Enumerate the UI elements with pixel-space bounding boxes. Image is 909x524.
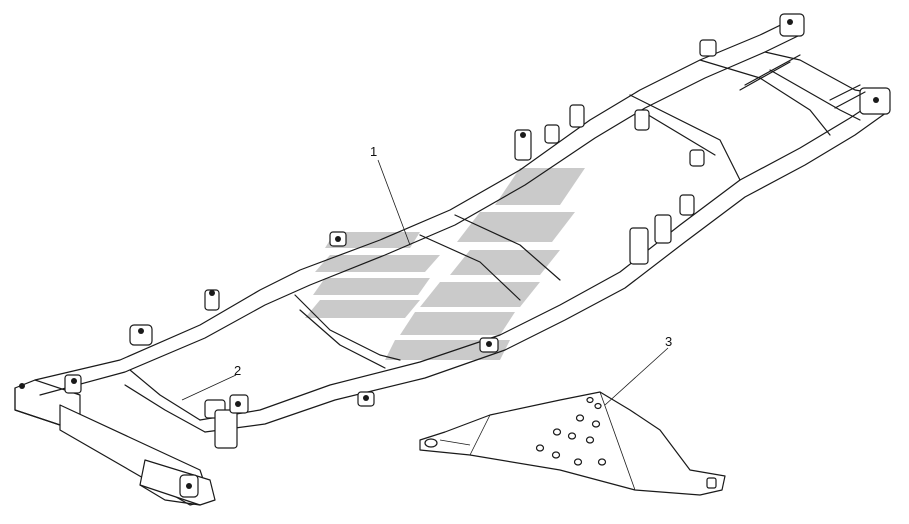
leader-line-2 bbox=[181, 374, 237, 401]
callout-1: 1 bbox=[370, 144, 377, 159]
leader-line-3 bbox=[604, 347, 669, 406]
company-logo-watermark bbox=[305, 168, 585, 360]
chassis-frame bbox=[14, 13, 891, 506]
skid-plate bbox=[419, 391, 726, 496]
callout-3: 3 bbox=[665, 334, 672, 349]
callout-leaders bbox=[181, 159, 669, 406]
callout-2: 2 bbox=[234, 363, 241, 378]
leader-line-1 bbox=[377, 159, 411, 246]
